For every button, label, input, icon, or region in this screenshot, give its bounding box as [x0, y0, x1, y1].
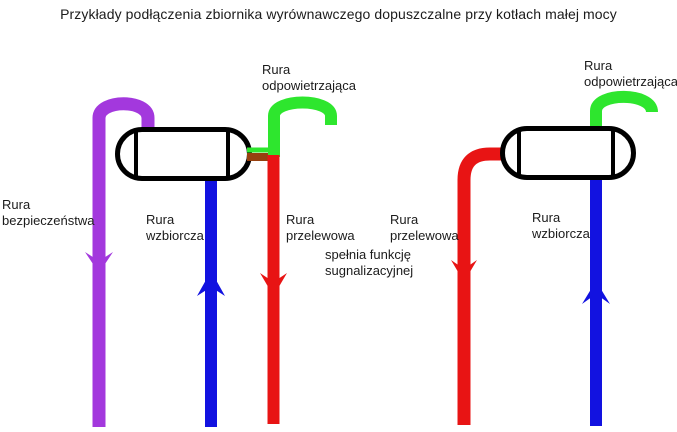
vent-pipe-right	[590, 90, 658, 129]
flow-arrow-down-safety-icon	[85, 252, 113, 273]
safety-pipe	[92, 97, 155, 427]
label-overflow-pipe-right: Rura przelewowa	[390, 212, 459, 243]
flow-arrow-down-overflow-left-icon	[260, 273, 287, 296]
tank-left-cap-lines	[134, 131, 230, 177]
label-expansion-pipe-right: Rura wzbiorcza	[532, 210, 590, 241]
label-vent-pipe-right: Rura odpowietrzająca	[584, 58, 677, 89]
expansion-tank-right	[500, 126, 636, 180]
label-overflow-pipe-left: Rura przelewowa	[286, 212, 355, 243]
vent-pipe-left	[268, 96, 337, 157]
flow-arrow-down-overflow-right-icon	[451, 260, 477, 282]
tank-right-cap-lines	[517, 130, 615, 176]
left-diagram	[85, 96, 337, 427]
label-vent-pipe-left: Rura odpowietrzająca	[262, 62, 356, 93]
label-safety-pipe: Rura bezpieczeństwa	[2, 197, 95, 228]
right-diagram	[451, 90, 658, 426]
overflow-pipe-right	[457, 147, 503, 425]
flow-arrow-up-expansion-right-icon	[582, 281, 610, 304]
page-title: Przykłady podłączenia zbiornika wyrównaw…	[60, 6, 617, 22]
label-expansion-pipe-left: Rura wzbiorcza	[146, 212, 204, 243]
label-overflow-pipe-note: spełnia funkcję sugnalizacyjnej	[325, 247, 414, 278]
flow-arrow-up-expansion-left-icon	[197, 271, 225, 296]
